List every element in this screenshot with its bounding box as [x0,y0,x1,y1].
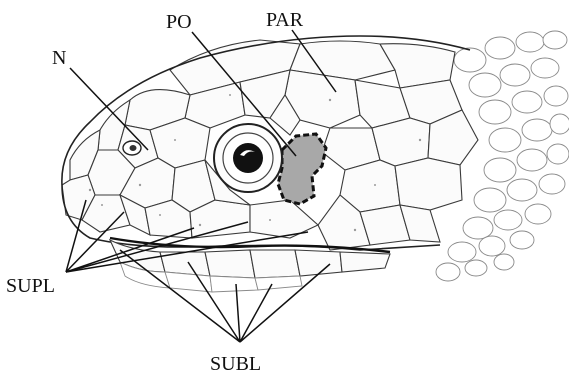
leader-subl-4 [240,284,272,342]
eye [214,124,282,192]
postocular-highlight [278,134,326,204]
label-supl: SUPL [6,275,55,297]
label-n: N [52,47,66,69]
leader-subl-3 [236,284,240,342]
label-subl: SUBL [210,353,261,375]
nostril [123,141,141,155]
label-po: PO [166,11,192,33]
label-par: PAR [266,9,304,31]
